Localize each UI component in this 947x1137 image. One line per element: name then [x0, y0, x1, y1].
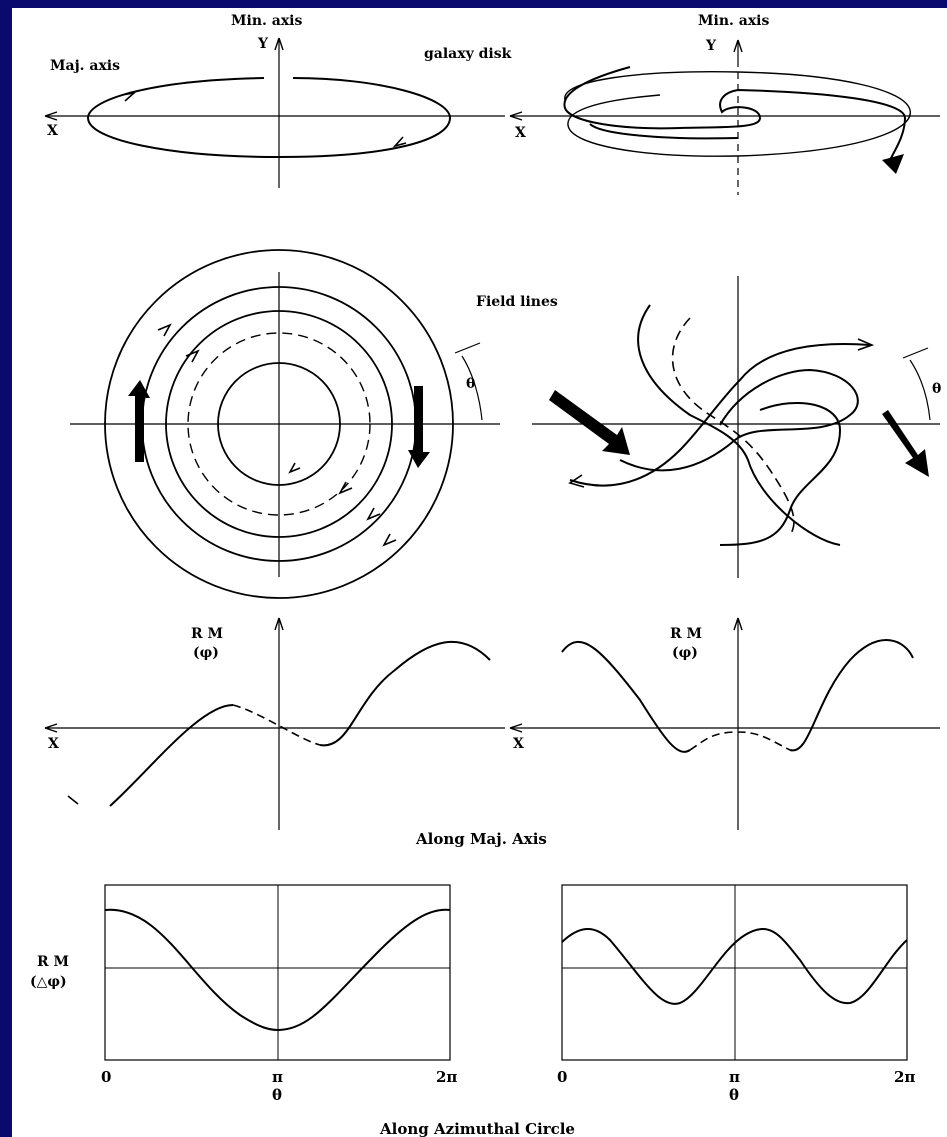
arrow-ul	[157, 323, 172, 337]
spiral-inner-line	[589, 123, 739, 140]
curve-left-solid	[109, 704, 234, 807]
y-axis-arrow	[733, 39, 743, 53]
theta-axis-label-right: θ	[729, 1086, 739, 1104]
arm-2	[569, 343, 871, 487]
ring-3	[165, 310, 393, 538]
x-label-mid-left: X	[48, 736, 59, 752]
curve-right-solid	[789, 639, 914, 752]
tick-pi-right: π	[729, 1068, 740, 1086]
x-label-top-left: X	[47, 123, 58, 139]
y-axis-arrow	[733, 617, 743, 631]
curve-dashed	[689, 731, 791, 751]
tick-pi-left: π	[272, 1068, 283, 1086]
x-label-top-right: X	[515, 125, 526, 141]
maj-axis-label: Maj. axis	[50, 58, 120, 74]
dphi-label-bottom: (△φ)	[30, 974, 67, 990]
thick-arrow-right	[882, 410, 929, 477]
arrow-left	[568, 474, 585, 488]
y-axis-arrow	[274, 37, 284, 51]
arrow-lr2	[338, 481, 353, 495]
disk-outline	[564, 71, 911, 157]
tick-2pi-right: 2π	[894, 1068, 915, 1086]
rm-label-left: R M	[191, 626, 223, 642]
ring-outer	[104, 249, 454, 599]
arrow-right	[857, 338, 875, 351]
tick-2pi-left: 2π	[436, 1068, 457, 1086]
arrow-ul2	[185, 349, 200, 363]
tick-0-left: 0	[101, 1068, 111, 1086]
field-lines-label: Field lines	[476, 294, 558, 310]
theta-label-right: θ	[932, 381, 941, 397]
spiral-arm-line	[563, 66, 907, 161]
phi-label-right: (φ)	[672, 645, 698, 661]
ring-disk-projection	[44, 37, 505, 188]
y-label-right: Y	[705, 38, 717, 54]
thick-arrow-left	[549, 390, 630, 455]
galaxy-disk-label: galaxy disk	[424, 46, 512, 62]
rm-azimuthal-left	[104, 884, 451, 1061]
ring-inner	[217, 362, 341, 486]
arm-1	[637, 304, 841, 546]
rm-azimuthal-right	[561, 884, 908, 1061]
rm-major-axis-left	[44, 617, 505, 830]
theta-axis-label-left: θ	[272, 1086, 282, 1104]
tick-0-right: 0	[557, 1068, 567, 1086]
min-axis-label-left: Min. axis	[231, 13, 302, 29]
y-label-left: Y	[257, 36, 269, 52]
arm-dashed	[671, 317, 795, 536]
curve-right-solid	[319, 641, 491, 747]
ring-ellipse	[86, 77, 452, 159]
theta-label-left: θ	[466, 376, 475, 392]
theta-tick	[902, 347, 929, 359]
rm-cos2-curve	[561, 928, 908, 1005]
along-azimuthal-caption: Along Azimuthal Circle	[379, 1120, 575, 1137]
arrow-inner	[288, 462, 301, 474]
x-axis-arrow	[44, 723, 58, 733]
arrow-lr	[366, 507, 381, 521]
y-axis-arrow	[274, 617, 284, 631]
curve-left-tail	[67, 795, 79, 805]
theta-arc	[909, 359, 931, 421]
spiral-field-lines	[532, 276, 940, 578]
ring-arrow-lower-right	[392, 136, 407, 148]
x-axis-arrow	[44, 111, 58, 121]
arm-4	[719, 402, 842, 546]
thick-arrow-right	[408, 386, 430, 468]
theta-arc	[461, 355, 483, 421]
curve-dashed	[232, 704, 321, 746]
spiral-disk-projection	[509, 39, 940, 195]
theta-tick	[454, 342, 481, 354]
ring-field-lines	[70, 249, 500, 599]
x-label-mid-right: X	[513, 736, 524, 752]
ring-dashed	[187, 332, 371, 516]
phi-label-left: (φ)	[193, 645, 219, 661]
rm-label-bottom: R M	[37, 954, 69, 970]
x-axis-arrow	[509, 111, 523, 121]
rm-cos-curve	[104, 908, 451, 1032]
arm-3	[619, 368, 859, 472]
thick-arrow-left	[128, 380, 150, 462]
min-axis-label-right: Min. axis	[698, 13, 769, 29]
rm-label-right: R M	[670, 626, 702, 642]
along-maj-axis-caption: Along Maj. Axis	[415, 830, 547, 848]
rm-major-axis-right	[509, 617, 940, 830]
spiral-arrowhead	[882, 154, 904, 174]
x-axis-arrow	[509, 723, 523, 733]
ring-arrow-upper-left	[121, 91, 137, 102]
arrow-lr3	[382, 533, 397, 547]
curve-left-solid	[561, 641, 691, 753]
